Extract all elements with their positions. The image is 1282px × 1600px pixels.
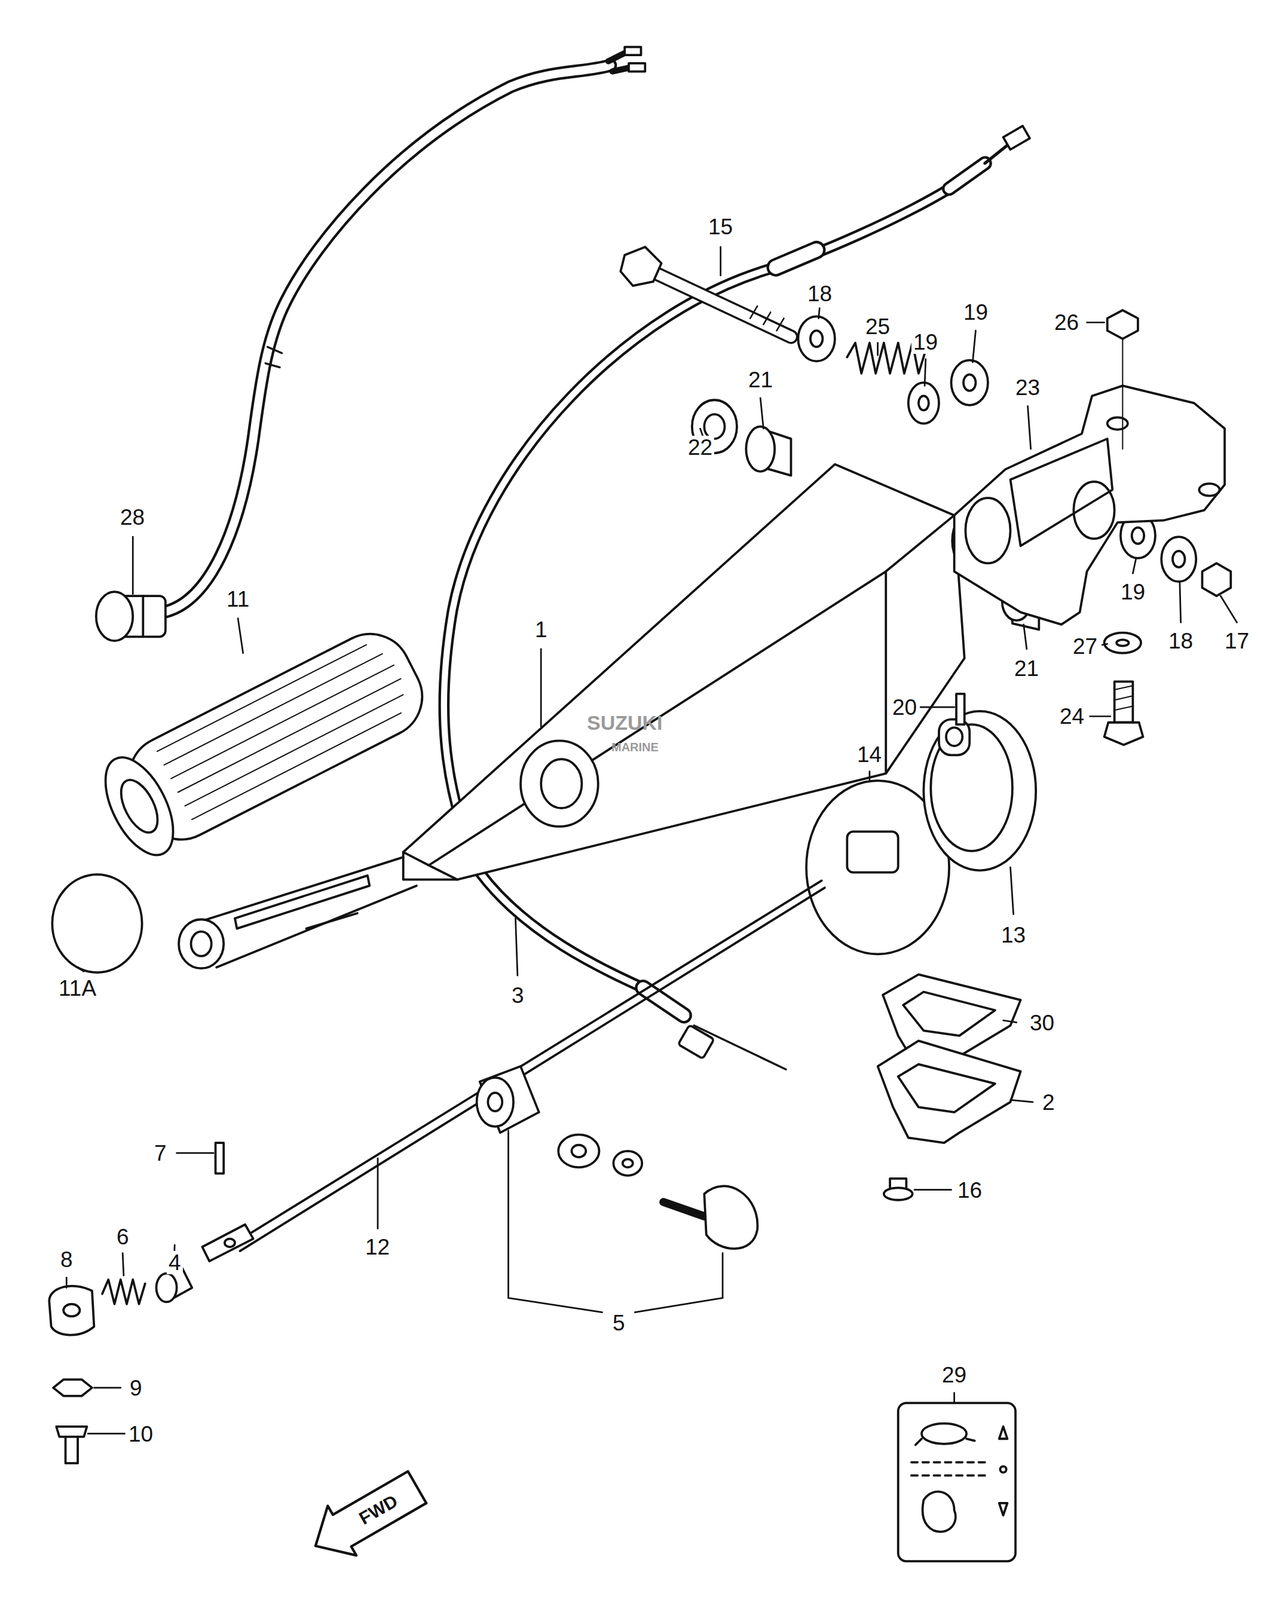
callout-number: 19 (911, 330, 940, 354)
callout-number: 7 (152, 1141, 169, 1165)
callout-number: 11 (224, 587, 252, 611)
callout-number: 24 (1057, 704, 1086, 728)
callout-number: 27 (1071, 634, 1100, 659)
callout-number: 21 (1012, 656, 1041, 681)
callout-number: 3 (509, 983, 526, 1008)
callout-number: 22 (686, 435, 715, 460)
callout-number: 28 (118, 505, 147, 529)
callout-number: 25 (863, 314, 892, 339)
callout-number: 19 (1118, 580, 1147, 604)
callout-number: 8 (58, 1247, 75, 1272)
callout-number: 9 (127, 1376, 145, 1400)
callout-number: 6 (114, 1225, 131, 1249)
callout-number: 18 (805, 282, 834, 306)
callout-number: 16 (955, 1178, 984, 1202)
callout-number: 15 (706, 215, 735, 239)
callout-number: 13 (999, 923, 1028, 947)
callout-number: 17 (1222, 629, 1251, 653)
direction-arrow-label: FWD (354, 1490, 403, 1530)
callout-number: 19 (961, 300, 990, 324)
callout-number: 18 (1166, 629, 1195, 653)
callout-number: 2 (1040, 1090, 1057, 1115)
callout-number: 1 (533, 617, 550, 642)
callout-number: 10 (126, 1422, 155, 1446)
callout-number: 11A (56, 976, 99, 1000)
callout-number: 12 (363, 1235, 392, 1259)
watermark: SUZUKI (585, 711, 665, 734)
callout-number: 14 (855, 742, 884, 767)
callout-number: 21 (746, 368, 775, 392)
callout-number: 5 (610, 1311, 627, 1335)
callout-number: 26 (1052, 310, 1081, 335)
callout-number: 30 (1027, 1011, 1057, 1035)
callout-number: 4 (166, 1250, 183, 1275)
watermark: MARINE (609, 740, 661, 754)
callout-number: 29 (940, 1363, 969, 1387)
callout-number: 20 (890, 695, 919, 719)
callout-number: 23 (1013, 375, 1042, 400)
